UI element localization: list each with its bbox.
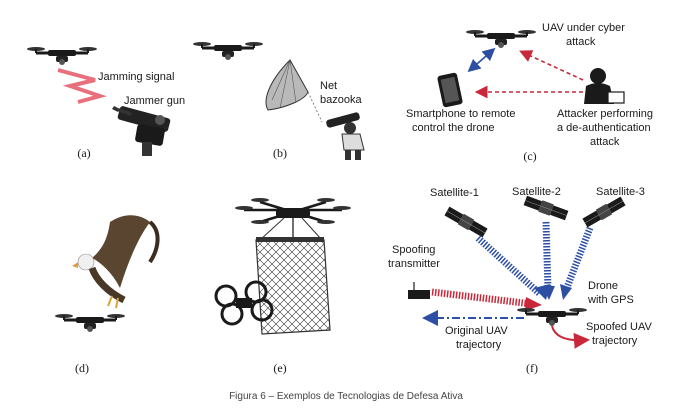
panel-b-label: (b): [273, 146, 287, 160]
drone-gps-label-2: with GPS: [587, 294, 634, 306]
satellite-2-icon: [522, 194, 570, 222]
eagle-icon: [72, 215, 160, 309]
spoofed-trajectory-label-2: trajectory: [592, 335, 638, 347]
spoofing-transmitter-icon: [408, 282, 430, 299]
spoofing-signal-arrow: [431, 288, 533, 308]
net-drone-icon: [235, 198, 351, 241]
drone-icon: [55, 314, 125, 332]
original-trajectory-label-1: Original UAV: [445, 325, 508, 337]
satellite-1-label: Satellite-1: [430, 187, 479, 199]
original-trajectory-label-2: trajectory: [456, 339, 502, 351]
jamming-signal-label: Jamming signal: [98, 71, 174, 83]
bazooka-soldier-icon: [326, 112, 365, 160]
attacker-label-3: attack: [590, 136, 620, 148]
smartphone-label-2: control the drone: [412, 122, 495, 134]
jammer-gun-icon: [112, 106, 171, 156]
smartphone-icon: [437, 72, 463, 108]
panel-c: UAV under cyber attack Smartphone to rem…: [406, 22, 653, 163]
panel-e-label: (e): [273, 361, 286, 375]
satellite-3-label: Satellite-3: [596, 186, 645, 198]
net-bazooka-label-1: Net: [320, 80, 337, 92]
spoofed-trajectory-arrow: [551, 325, 590, 349]
attacker-icon: [584, 68, 625, 104]
panel-f: Satellite-1 Satellite-2 Satellite-3 Spoo…: [388, 186, 653, 375]
gps-drone-icon: [517, 308, 587, 326]
satellite-2-label: Satellite-2: [512, 186, 561, 198]
satellite-3-icon: [581, 195, 627, 229]
control-link-arrow: [467, 47, 496, 73]
jammer-gun-label: Jammer gun: [124, 95, 185, 107]
figure-caption: Figura 6 – Exemplos de Tecnologias de De…: [229, 391, 463, 402]
uav-icon: [466, 30, 536, 48]
uav-cyber-label-1: UAV under cyber: [542, 22, 625, 34]
attacker-label-2: a de-authentication: [557, 122, 651, 134]
panel-e: (e): [214, 198, 351, 375]
drone-icon: [193, 42, 263, 60]
panel-d: (d): [55, 215, 160, 375]
spoofed-trajectory-label-1: Spoofed UAV: [586, 321, 653, 333]
smartphone-label-1: Smartphone to remote: [406, 108, 515, 120]
spoofing-label-1: Spoofing: [392, 244, 435, 256]
panel-d-label: (d): [75, 361, 89, 375]
panel-a: Jamming signal Jammer gun (a): [27, 47, 185, 160]
gps-signal-beams: [475, 221, 594, 300]
uav-cyber-label-2: attack: [566, 36, 596, 48]
captured-drone-icon: [214, 280, 274, 326]
net-icon: [265, 59, 323, 123]
jamming-signal-icon: [57, 68, 107, 104]
drone-icon: [27, 47, 97, 65]
satellite-1-icon: [443, 205, 489, 239]
drone-gps-label-1: Drone: [588, 280, 618, 292]
panel-c-label: (c): [523, 149, 536, 163]
net-bazooka-label-2: bazooka: [320, 94, 362, 106]
attack-arrow-uav: [519, 50, 584, 81]
spoofing-label-2: transmitter: [388, 258, 440, 270]
panel-a-label: (a): [77, 146, 90, 160]
attacker-label-1: Attacker performing: [557, 108, 653, 120]
panel-f-label: (f): [526, 361, 538, 375]
panel-b: Net bazooka (b): [193, 42, 365, 160]
